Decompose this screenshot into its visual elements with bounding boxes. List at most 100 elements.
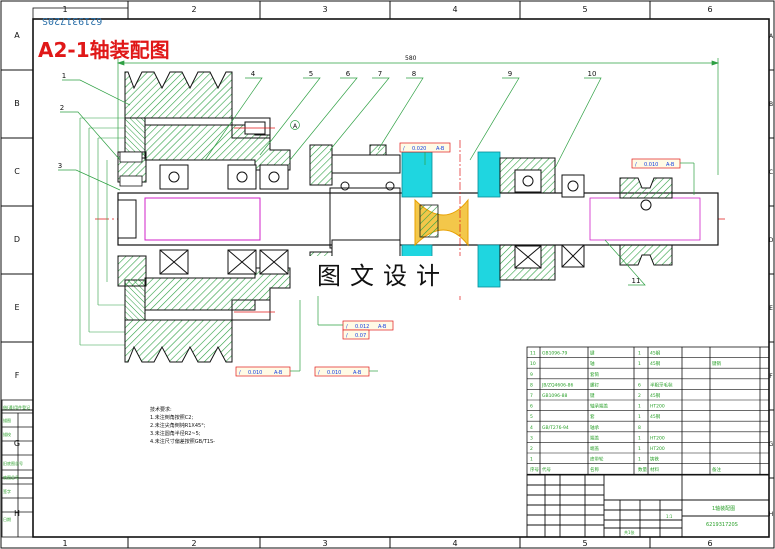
bom-cell-qty: 1: [638, 404, 641, 410]
datum-a-circle: [290, 120, 300, 130]
bom-cell-qty: 1: [638, 435, 641, 441]
tolerance-frames: [235, 142, 681, 377]
row-label: C: [14, 167, 20, 176]
row-label: G: [14, 439, 20, 448]
col-label: 5: [582, 5, 587, 14]
balloon-4: 4: [251, 70, 256, 78]
bom-cell-name: 端盖: [590, 434, 599, 441]
col-label: 2: [191, 5, 196, 14]
tol-value: 0.012: [355, 324, 369, 330]
balloon-2: 2: [60, 104, 64, 112]
bom-cell-code: GB1096-79: [542, 351, 568, 357]
col-label: 6: [707, 539, 712, 548]
title-block-name: 1轴装配图: [712, 505, 735, 512]
row-label: G: [769, 441, 774, 448]
bom-cell-name: 螺钉: [590, 381, 599, 388]
side-label: 描图: [3, 417, 11, 423]
row-label: E: [769, 305, 773, 312]
left-end-cap: [117, 151, 147, 287]
drawing-title: A2-1轴装配图: [38, 38, 170, 62]
notes-line: 2.未注尖角倒钝R1X45°;: [150, 423, 206, 429]
bom-cell-code: GB/T276-94: [542, 425, 569, 431]
bom-cell-name: 套筒: [590, 371, 599, 378]
tol-sym: /: [318, 370, 320, 376]
bearings-left: [159, 164, 289, 275]
bom-cell-code: 代号: [542, 466, 551, 473]
bom-cell-no: 8: [530, 382, 533, 388]
title-block: [526, 474, 770, 538]
leader-lines: [58, 77, 646, 286]
side-register-table: [1, 399, 34, 538]
tol-sym: /: [346, 333, 348, 339]
row-label: A: [14, 31, 20, 40]
bom-cell-qty: 数量: [638, 466, 647, 473]
col-label: 1: [62, 539, 67, 548]
bom-cell-name: 皮带轮: [590, 456, 604, 463]
bom-cell-no: 4: [530, 425, 533, 431]
tol-value: 0.010: [248, 370, 262, 376]
balloon-6: 6: [346, 70, 351, 78]
bom-cell-name: 键: [590, 350, 595, 357]
notes-line: 4.未注尺寸偏差按照GB/T1S-: [150, 439, 215, 445]
bom-cell-no: 7: [530, 393, 533, 399]
bom-cell-material: 半粗牙毛毡: [650, 381, 673, 388]
side-label: 签字: [3, 488, 11, 494]
side-label: 借(通)用件登记: [3, 404, 30, 410]
bom-cell-qty: 8: [638, 425, 641, 431]
balloon-11: 11: [632, 277, 641, 285]
pulley: [124, 71, 233, 363]
dimension-580: 580: [405, 55, 417, 62]
bom-cell-qty: 6: [638, 382, 641, 388]
title-block-texts: 1轴装配图 621931720S 1:1 共1张: [624, 505, 738, 535]
col-label: 4: [452, 539, 457, 548]
row-label: B: [14, 99, 20, 108]
balloon-9: 9: [508, 70, 512, 78]
tol-value: 0.020: [412, 146, 426, 152]
tol-sym: /: [239, 370, 241, 376]
row-label: H: [769, 511, 774, 518]
row-label: E: [14, 303, 19, 312]
bom-cell-name: 轴承: [590, 424, 599, 431]
tol-sym: /: [635, 162, 637, 168]
side-label: 描校: [3, 431, 11, 437]
watermark-label: 图文设计: [300, 256, 466, 296]
notes-line: 3.未注圆角半径R2~5;: [150, 431, 201, 437]
balloon-8: 8: [412, 70, 416, 78]
tol-value: 0.07: [355, 333, 366, 339]
row-label: D: [14, 235, 20, 244]
technical-notes: 技术要求: 1.未注倒角按照C2; 2.未注尖角倒钝R1X45°; 3.未注圆角…: [150, 406, 215, 446]
bom-cell-no: 6: [530, 404, 533, 410]
bom-cell-name: 套: [590, 413, 595, 420]
bom-cell-material: 45钢: [650, 392, 661, 399]
row-label: F: [15, 371, 20, 380]
tol-datum: A-B: [274, 370, 283, 376]
bom-cell-code: GB1096-88: [542, 393, 568, 399]
col-label: 1: [62, 5, 67, 14]
bom-cell-name: 轴承端盖: [590, 403, 608, 410]
bom-cell-material: 45钢: [650, 350, 661, 357]
title-block-scale: 1:1: [666, 514, 673, 519]
row-label: F: [769, 373, 773, 380]
col-label: 3: [322, 5, 327, 14]
balloon-10: 10: [588, 70, 597, 78]
column-labels: 1 2 3 4 5 6 1 2 3 4 5 6: [62, 5, 712, 548]
bom-cell-material: HT200: [650, 404, 665, 410]
row-label: H: [14, 509, 20, 518]
bom-cell-no: 9: [530, 372, 533, 378]
bom-cell-name: 键: [590, 392, 595, 399]
diameter-dimensions: [79, 117, 125, 346]
tol-value: 0.010: [327, 370, 341, 376]
bom-cell-material: 材料: [650, 466, 659, 473]
bom-cell-name: 端盖: [590, 445, 599, 452]
row-label: D: [769, 237, 774, 244]
col-label: 2: [191, 539, 196, 548]
drawing-number: 621931720S: [42, 15, 103, 26]
col-label: 4: [452, 5, 457, 14]
drawing-number-box: [32, 7, 129, 20]
bom-cell-qty: 2: [638, 393, 641, 399]
bearing-housing: [144, 117, 291, 321]
side-label: 日期: [3, 516, 11, 522]
side-label: 旧底图总号: [3, 460, 23, 466]
bom-cell-qty: 1: [638, 351, 641, 357]
